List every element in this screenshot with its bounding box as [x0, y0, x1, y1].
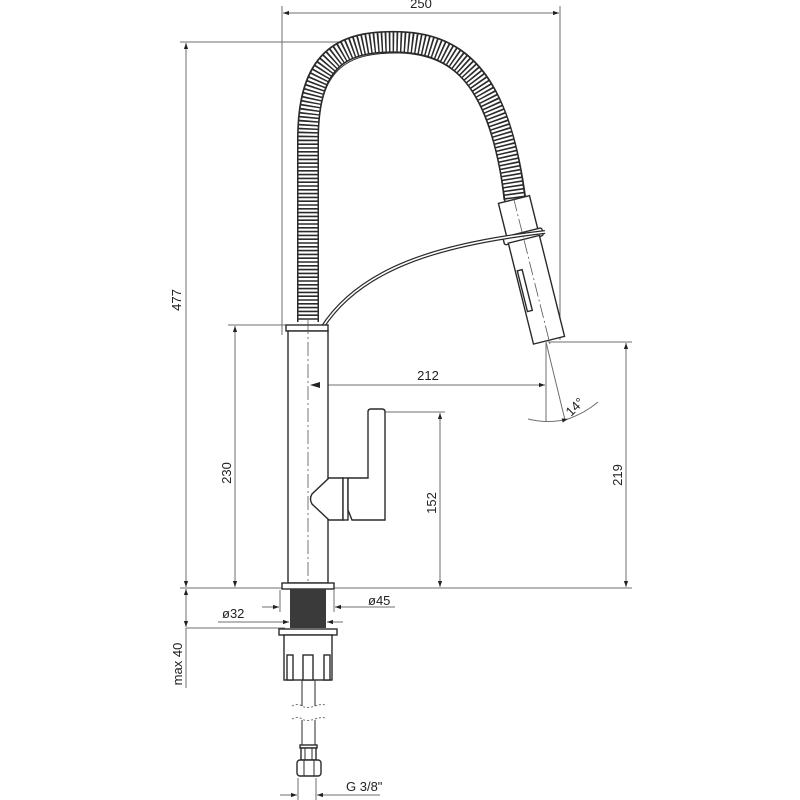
dim-overall-width: 250 — [281, 0, 561, 340]
base-ring — [281, 582, 335, 590]
dim-label-max40: max 40 — [170, 643, 185, 686]
dim-spray-angle: 14° — [527, 341, 599, 423]
spring-hose — [297, 30, 527, 322]
lever-handle — [309, 408, 386, 521]
dim-label-14deg: 14° — [563, 395, 588, 420]
hose-nut — [296, 759, 322, 777]
dim-label-212: 212 — [417, 368, 439, 383]
mounting-nut — [278, 628, 338, 681]
threaded-shank — [290, 589, 326, 628]
faucet-body — [285, 320, 329, 600]
dim-deck-thickness: max 40 — [170, 589, 285, 688]
spray-head — [497, 194, 566, 346]
supply-hose — [291, 680, 327, 777]
dim-handle-height: 152 — [385, 411, 445, 587]
dim-label-o32: ø32 — [222, 606, 244, 621]
dim-label-152: 152 — [424, 492, 439, 514]
dim-base-diameter: ø45 — [262, 590, 395, 612]
dim-label-o45: ø45 — [368, 593, 390, 608]
dim-label-219: 219 — [610, 464, 625, 486]
dim-spout-reach: 212 — [310, 368, 545, 388]
dim-label-230: 230 — [219, 462, 234, 484]
spray-button — [516, 268, 534, 313]
dim-connection-thread: G 3/8" — [280, 778, 383, 800]
dim-mount-hole: ø32 — [218, 606, 343, 625]
dim-label-g38: G 3/8" — [346, 779, 383, 794]
dim-212-arrow-origin — [310, 382, 320, 388]
dim-outlet-height: 219 — [548, 341, 632, 587]
dim-label-250: 250 — [410, 0, 432, 11]
dim-label-477: 477 — [169, 289, 184, 311]
